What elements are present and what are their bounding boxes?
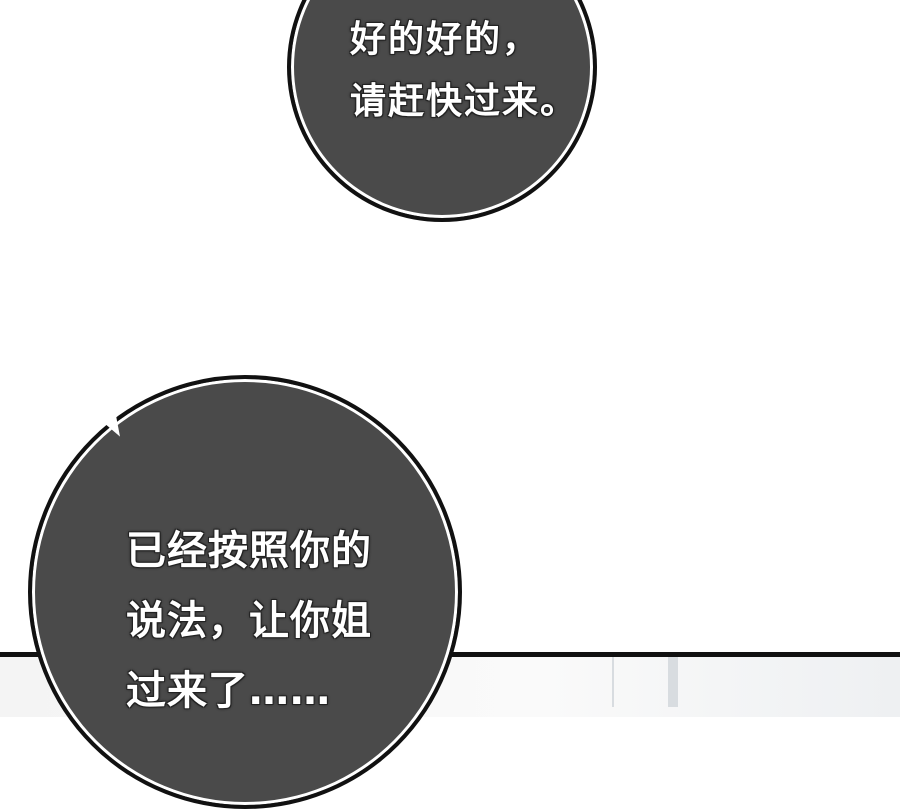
background-pole (612, 657, 614, 707)
background-pole (668, 657, 678, 707)
bubble-bottom-line-3: 过来了…… (126, 668, 331, 714)
bubble-bottom-line-1: 已经按照你的 (126, 528, 372, 574)
bubble-bottom-line-2: 说法，让你姐 (126, 598, 372, 644)
bubble-top-line-2: 请赶快过来。 (350, 81, 579, 122)
bubble-top-line-1: 好的好的， (350, 19, 541, 60)
